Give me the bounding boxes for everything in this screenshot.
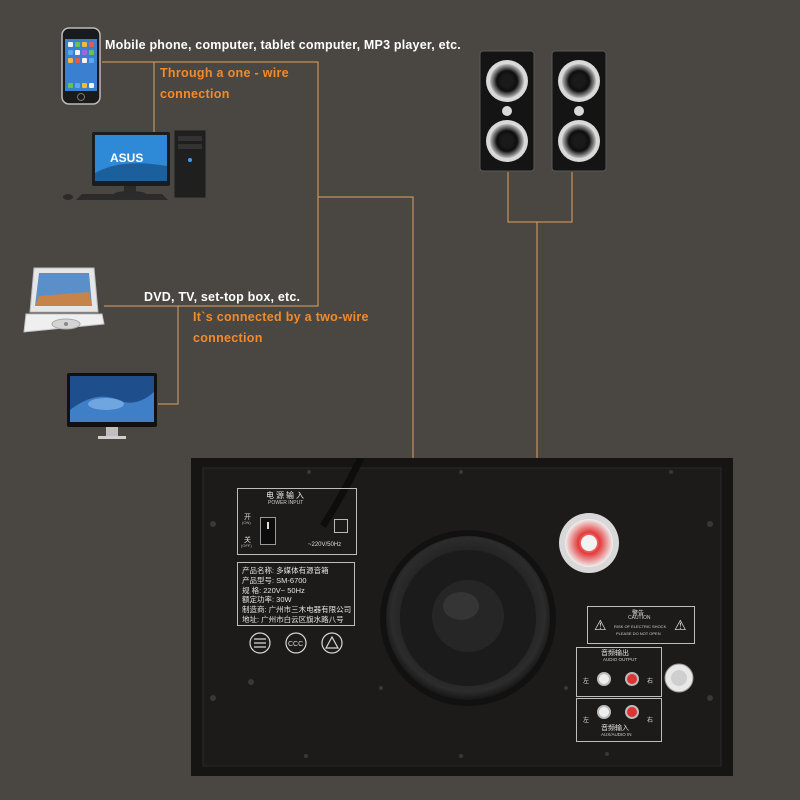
power-switch[interactable] bbox=[260, 517, 276, 545]
monitor-icon bbox=[66, 372, 158, 442]
right-channel-label: 右 bbox=[647, 715, 653, 724]
devices-group2-label: DVD, TV, set-top box, etc. bbox=[144, 290, 300, 304]
phone-device bbox=[61, 27, 101, 105]
voltage-label: ~220V/50Hz bbox=[308, 542, 341, 548]
tv-monitor-device bbox=[66, 372, 158, 442]
desktop-computer-icon: ASUS bbox=[62, 128, 210, 202]
rca-jack-input-right[interactable] bbox=[625, 705, 639, 719]
left-channel-label: 左 bbox=[583, 676, 589, 685]
subwoofer-back-panel: 电源输入 POWER INPUT 开 (ON) 关 (OFF) ~220V/50… bbox=[191, 458, 733, 776]
switch-off-label-en: (OFF) bbox=[241, 543, 252, 548]
caution-panel: ⚠ ⚠ 警告 CAUTION RISK OF ELECTRIC SHOCK PL… bbox=[587, 606, 695, 644]
power-socket bbox=[334, 519, 348, 533]
connection-text-line: It`s connected by a two-wire bbox=[193, 307, 369, 328]
audio-input-label-en: AUX/AUDIO IN bbox=[601, 732, 632, 737]
switch-on-label-en: (ON) bbox=[242, 520, 251, 525]
power-input-panel: 电源输入 POWER INPUT 开 (ON) 关 (OFF) ~220V/50… bbox=[237, 488, 357, 555]
power-input-title-en: POWER INPUT bbox=[268, 500, 303, 506]
audio-input-panel: 左 右 音频输入 AUX/AUDIO IN bbox=[576, 698, 662, 742]
certification-icons: CCC bbox=[247, 630, 347, 656]
switch-mark-icon bbox=[267, 522, 269, 529]
portable-dvd-icon bbox=[22, 266, 106, 338]
connection-text-line: Through a one - wire bbox=[160, 63, 289, 84]
rca-jack-output-right[interactable] bbox=[625, 672, 639, 686]
audio-output-panel: 音频输出 AUDIO OUTPUT 左 右 bbox=[576, 647, 662, 697]
devices-group2-connection: It`s connected by a two-wire connection bbox=[193, 307, 369, 349]
rca-jack-input-left[interactable] bbox=[597, 705, 611, 719]
portable-dvd-device bbox=[22, 266, 106, 338]
rca-jack-output-left[interactable] bbox=[597, 672, 611, 686]
connection-text-line: connection bbox=[193, 328, 369, 349]
devices-group1-label: Mobile phone, computer, tablet computer,… bbox=[105, 38, 461, 52]
speaker-pair-icon bbox=[478, 49, 608, 173]
audio-output-label-en: AUDIO OUTPUT bbox=[603, 657, 637, 662]
shock-triangle-icon: ⚠ bbox=[674, 617, 687, 634]
caution-line: PLEASE DO NOT OPEN bbox=[616, 631, 661, 636]
spec-row: 地址: 广州市白云区旗水路八号 bbox=[242, 615, 354, 625]
desktop-computer-device: ASUS bbox=[62, 128, 210, 202]
right-channel-label: 右 bbox=[647, 676, 653, 685]
connection-text-line: connection bbox=[160, 84, 289, 105]
spec-row: 产品名称: 多媒体有源音箱 bbox=[242, 566, 354, 576]
satellite-speakers bbox=[478, 49, 608, 173]
devices-group1-connection: Through a one - wire connection bbox=[160, 63, 289, 105]
spec-row: 产品型号: SM-6700 bbox=[242, 576, 354, 586]
spec-row: 额定功率: 30W bbox=[242, 595, 354, 605]
left-channel-label: 左 bbox=[583, 715, 589, 724]
caution-title-en: CAUTION bbox=[628, 615, 651, 621]
certification-marks: CCC bbox=[247, 630, 347, 656]
spec-row: 制造商: 广州市三木电器有限公司 bbox=[242, 605, 354, 615]
phone-icon bbox=[61, 27, 101, 105]
svg-text:CCC: CCC bbox=[288, 641, 303, 648]
spec-label-panel: 产品名称: 多媒体有源音箱 产品型号: SM-6700 规 格: 220V~ 5… bbox=[237, 562, 355, 626]
caution-line: RISK OF ELECTRIC SHOCK bbox=[614, 624, 666, 629]
desktop-brand: ASUS bbox=[110, 151, 143, 165]
spec-row: 规 格: 220V~ 50Hz bbox=[242, 586, 354, 596]
warning-triangle-icon: ⚠ bbox=[594, 617, 607, 634]
